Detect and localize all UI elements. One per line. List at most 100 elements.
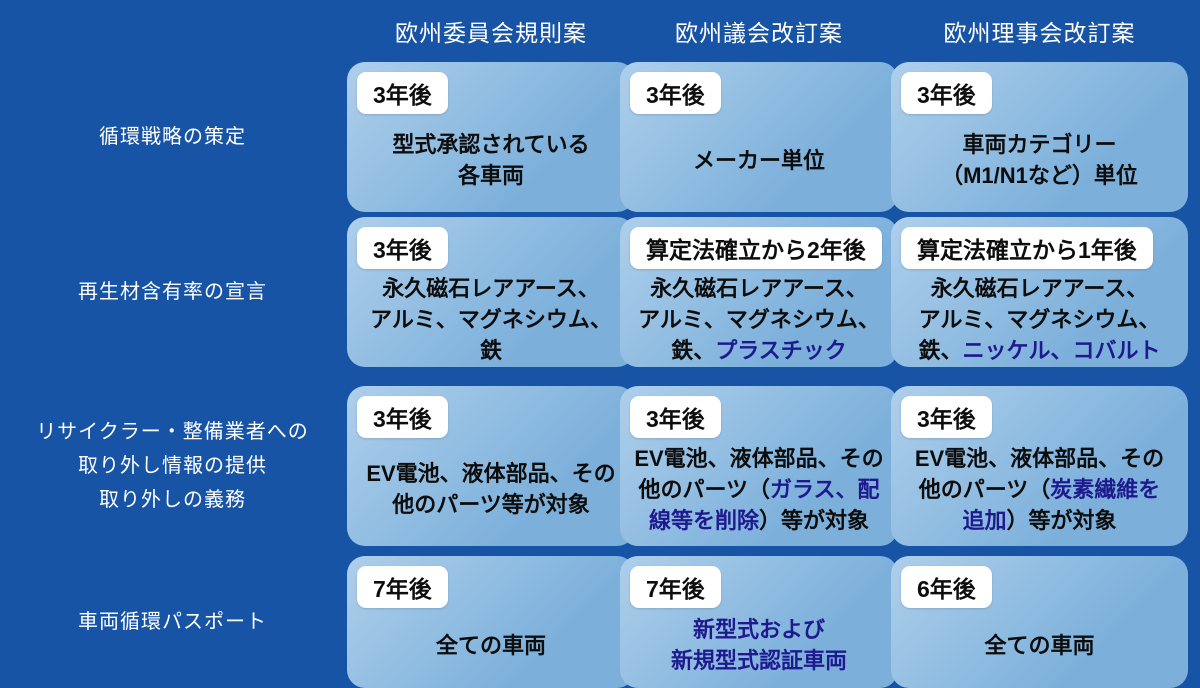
text-segment: 他のパーツ等が対象 [392, 492, 590, 517]
cell-text-line: 永久磁石レアアース、 [382, 273, 600, 304]
cell-text-line: 各車両 [458, 160, 524, 191]
timeline-badge: 算定法確立から2年後 [630, 227, 882, 269]
text-segment: 他のパーツ（ [638, 476, 770, 502]
row-label-line: 再生材含有率の宣言 [78, 281, 267, 303]
cell-text-line: 追加）等が対象 [962, 505, 1116, 536]
text-segment: 鉄 [479, 338, 502, 363]
text-segment: アルミ、マグネシウム、 [638, 307, 880, 332]
row-label-3: リサイクラー・整備業者への取り外し情報の提供取り外しの義務 [0, 386, 345, 546]
cell-text-line: 永久磁石レアアース、 [650, 273, 868, 304]
text-segment: 永久磁石レアアース、 [382, 276, 600, 301]
cell-text: 新型式および新規型式認証車両 [620, 608, 898, 688]
timeline-badge: 3年後 [630, 72, 721, 114]
row-label-line: 取り外し情報の提供 [78, 455, 267, 477]
text-segment: 鉄、 [918, 338, 963, 363]
cell-text: EV電池、液体部品、その他のパーツ（ガラス、配線等を削除）等が対象 [620, 438, 898, 546]
column-header-1: 欧州委員会規則案 [395, 20, 587, 46]
text-segment: EV電池、液体部品、その [366, 461, 616, 486]
cell-text: メーカー単位 [620, 114, 898, 212]
cell-text-line: 線等を削除）等が対象 [649, 505, 869, 536]
row-label-2: 再生材含有率の宣言 [0, 217, 345, 367]
cell-text-line: 鉄 [480, 335, 502, 366]
text-segment: 鉄、 [671, 338, 716, 363]
cell-text: 永久磁石レアアース、アルミ、マグネシウム、鉄、ニッケル、コバルト [891, 269, 1188, 376]
timeline-badge: 3年後 [901, 72, 992, 114]
text-segment: 型式承認されている [392, 132, 590, 157]
cell-r1-c3: 3年後車両カテゴリー （M1/N1など）単位 [891, 62, 1188, 212]
text-segment: EV電池、液体部品、その [914, 445, 1165, 471]
cell-r4-c1: 7年後全ての車両 [347, 556, 635, 688]
cell-text: 型式承認されている各車両 [347, 114, 635, 212]
text-segment: 永久磁石レアアース、 [650, 276, 868, 301]
cell-text-line: 全ての車両 [984, 630, 1094, 661]
cell-text-line: （M1/N1など）単位 [941, 160, 1138, 191]
text-segment: 車両カテゴリー [962, 132, 1117, 157]
cell-r4-c2: 7年後新型式および新規型式認証車両 [620, 556, 898, 688]
cell-r2-c3: 算定法確立から1年後永久磁石レアアース、アルミ、マグネシウム、鉄、ニッケル、コバ… [891, 217, 1188, 367]
cell-text: 全ての車両 [347, 608, 635, 688]
cell-text-line: 全ての車両 [436, 630, 546, 661]
row-label-line: 車両循環パスポート [78, 611, 267, 633]
timeline-badge: 算定法確立から1年後 [901, 227, 1153, 269]
text-segment: ）等が対象 [1006, 507, 1117, 533]
text-segment: 他のパーツ（ [918, 476, 1051, 502]
cell-r4-c3: 6年後全ての車両 [891, 556, 1188, 688]
cell-text: EV電池、液体部品、その他のパーツ等が対象 [347, 438, 635, 546]
column-header-3: 欧州理事会改訂案 [943, 20, 1136, 46]
row-label-4: 車両循環パスポート [0, 556, 345, 688]
cell-text-line: アルミ、マグネシウム、 [919, 304, 1161, 335]
cell-text-line: 車両カテゴリー [962, 129, 1116, 160]
cell-r1-c1: 3年後型式承認されている各車両 [347, 62, 635, 212]
cell-text-line: EV電池、液体部品、その [366, 458, 615, 489]
text-segment: アルミ、マグネシウム、 [370, 307, 612, 332]
cell-text: 永久磁石レアアース、アルミ、マグネシウム、鉄、プラスチック [620, 269, 898, 376]
cell-text-line: 他のパーツ（ガラス、配 [638, 474, 879, 505]
timeline-badge: 3年後 [901, 396, 992, 438]
changed-text-segment: プラスチック [715, 338, 847, 363]
cell-text-line: EV電池、液体部品、その [634, 443, 883, 474]
timeline-badge: 3年後 [630, 396, 721, 438]
changed-text-segment: 追加 [962, 507, 1007, 533]
changed-text-segment: 線等を削除 [648, 507, 759, 533]
timeline-badge: 6年後 [901, 566, 992, 608]
cell-text-line: 他のパーツ等が対象 [392, 489, 590, 520]
text-segment: メーカー単位 [692, 147, 825, 173]
cell-text-line: メーカー単位 [693, 145, 825, 176]
column-header-2: 欧州議会改訂案 [675, 20, 843, 46]
timeline-badge: 3年後 [357, 72, 448, 114]
timeline-badge: 3年後 [357, 227, 448, 269]
text-segment: 各車両 [457, 163, 524, 188]
cell-text-line: 新規型式認証車両 [671, 645, 847, 676]
timeline-badge: 7年後 [357, 566, 448, 608]
text-segment: ）等が対象 [759, 507, 870, 533]
cell-r2-c2: 算定法確立から2年後永久磁石レアアース、アルミ、マグネシウム、鉄、プラスチック [620, 217, 898, 367]
row-label-line: 循環戦略の策定 [99, 126, 246, 148]
changed-text-segment: ガラス、配 [770, 476, 880, 502]
changed-text-segment: 炭素繊維を [1050, 476, 1161, 502]
changed-text-segment: 新規型式認証車両 [670, 648, 847, 673]
cell-text: 全ての車両 [891, 608, 1188, 688]
text-segment: 永久磁石レアアース、 [930, 276, 1149, 301]
timeline-badge: 7年後 [630, 566, 721, 608]
changed-text-segment: ニッケル、コバルト [962, 338, 1161, 363]
row-label-line: リサイクラー・整備業者への [36, 421, 309, 443]
cell-text-line: アルミ、マグネシウム、 [370, 304, 612, 335]
changed-text-segment: 新型式および [692, 617, 825, 642]
cell-text-line: アルミ、マグネシウム、 [638, 304, 880, 335]
cell-text-line: 永久磁石レアアース、 [931, 273, 1149, 304]
cell-r2-c1: 3年後永久磁石レアアース、アルミ、マグネシウム、鉄 [347, 217, 635, 367]
row-label-1: 循環戦略の策定 [0, 62, 345, 212]
text-segment: （M1/N1など）単位 [941, 163, 1138, 188]
text-segment: 全ての車両 [984, 632, 1095, 658]
cell-text-line: 新型式および [693, 614, 825, 645]
row-label-line: 取り外しの義務 [99, 489, 246, 511]
cell-text: EV電池、液体部品、その他のパーツ（炭素繊維を追加）等が対象 [891, 438, 1188, 546]
cell-text-line: 鉄、ニッケル、コバルト [918, 335, 1160, 366]
cell-text: 永久磁石レアアース、アルミ、マグネシウム、鉄 [347, 269, 635, 376]
cell-text-line: 他のパーツ（炭素繊維を [919, 474, 1161, 505]
cell-text-line: 型式承認されている [392, 129, 589, 160]
